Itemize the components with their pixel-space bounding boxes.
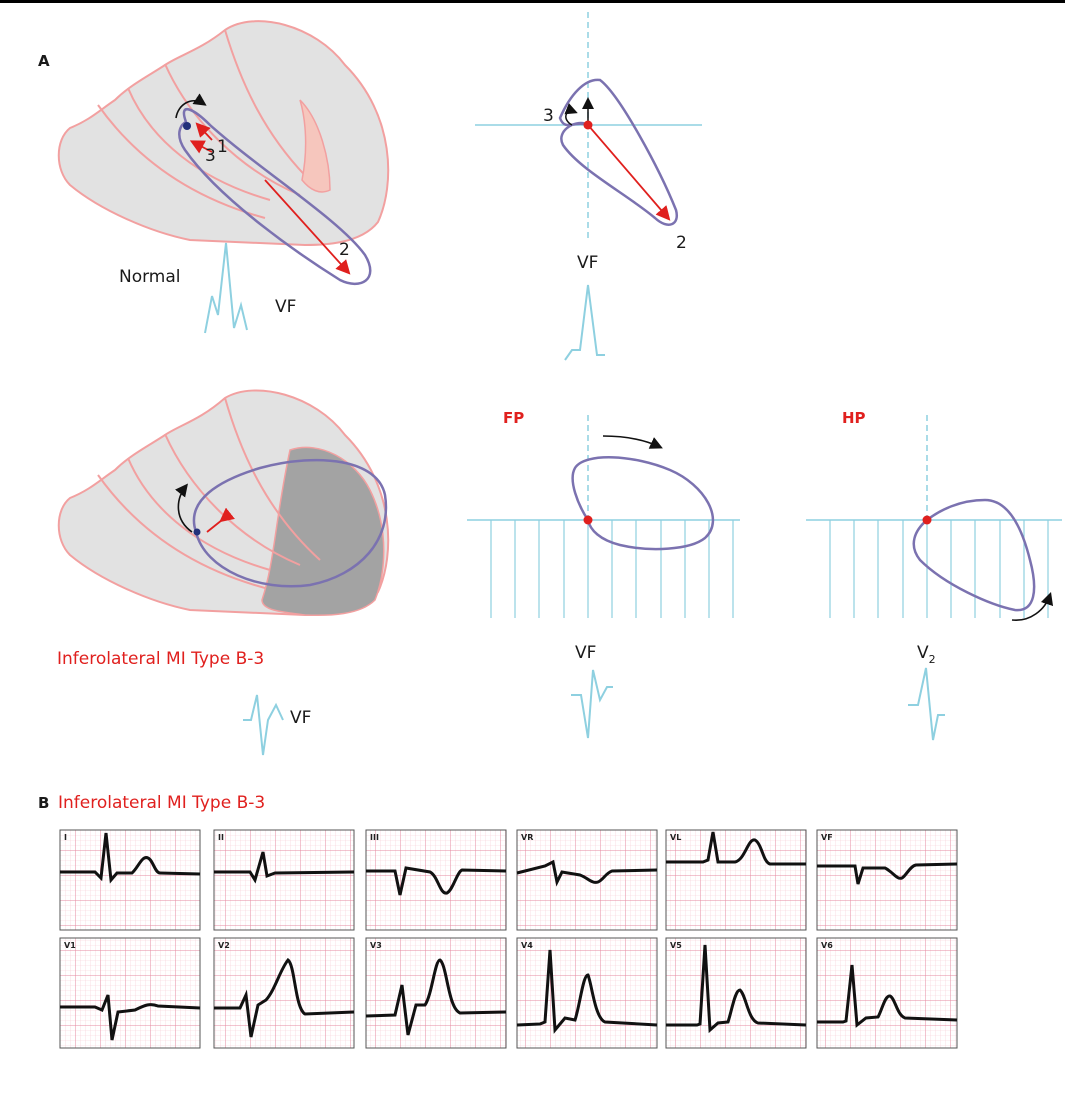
vector-2-arrow xyxy=(264,179,351,275)
svg-text:II: II xyxy=(218,833,224,842)
rotation-arrow-mi xyxy=(175,483,193,533)
ecg-complex-fp xyxy=(571,669,613,739)
hp-origin-dot xyxy=(922,515,932,525)
fp-label: FP xyxy=(503,409,524,427)
mi-vector-arrow xyxy=(206,507,235,533)
svg-text:VL: VL xyxy=(670,833,681,842)
ecg-lead-VF: VF xyxy=(816,829,958,931)
ecg-complex-mi xyxy=(243,694,284,756)
svg-text:V2: V2 xyxy=(218,941,230,950)
ecg-lead-V1: V1 xyxy=(59,937,201,1049)
hp-rotation-arrow xyxy=(1011,591,1054,621)
loop-top xyxy=(558,78,679,226)
panel-a-letter: A xyxy=(38,52,50,70)
ecg-lead-I: I xyxy=(59,829,201,931)
svg-text:V1: V1 xyxy=(64,941,76,950)
svg-text:V4: V4 xyxy=(521,941,533,950)
origin-dot-mi xyxy=(193,528,201,536)
ecg-lead-V2: V2 xyxy=(213,937,355,1049)
top-vector-2-arrow xyxy=(587,124,671,221)
svg-text:III: III xyxy=(370,833,379,842)
fp-axes xyxy=(467,415,740,618)
ecg-lead-V3: V3 xyxy=(365,937,507,1049)
svg-text:V6: V6 xyxy=(821,941,833,950)
svg-text:V3: V3 xyxy=(370,941,382,950)
loop-label-1: 1 xyxy=(217,137,228,157)
heart-normal xyxy=(57,20,390,247)
origin-dot-top xyxy=(583,120,593,130)
hp-loop xyxy=(912,498,1036,612)
fp-origin-dot xyxy=(583,515,593,525)
ecg-lead-V6: V6 xyxy=(816,937,958,1049)
loop-label-3: 3 xyxy=(205,146,216,166)
heart-mi xyxy=(57,389,390,617)
loop-label-2: 2 xyxy=(339,240,350,260)
fp-rotation-arrow xyxy=(602,435,663,449)
normal-label: Normal xyxy=(119,267,181,287)
vector-3-arrow xyxy=(189,140,213,154)
top-vf-label: VF xyxy=(577,253,598,273)
vector-1-arrow xyxy=(195,122,213,141)
hp-v-label: V2 xyxy=(917,643,936,666)
fp-vf-label: VF xyxy=(575,643,596,663)
mi-title: Inferolateral MI Type B-3 xyxy=(57,649,264,669)
origin-dot-normal xyxy=(183,122,191,130)
ecg-lead-V4: V4 xyxy=(516,937,658,1049)
ecg-lead-III: III xyxy=(365,829,507,931)
ecg-complex-top xyxy=(564,284,605,361)
rotation-arrow-normal xyxy=(175,93,207,119)
hp-axes xyxy=(806,415,1062,618)
ecg-lead-VR: VR xyxy=(516,829,658,931)
top-loop-label-2: 2 xyxy=(676,233,687,253)
ecg-lead-VL: VL xyxy=(665,829,807,931)
top-loop-label-3: 3 xyxy=(543,106,554,126)
panel-b-title: Inferolateral MI Type B-3 xyxy=(58,793,265,813)
heart-normal-vf-label: VF xyxy=(275,297,296,317)
top-rotation-arrow-left xyxy=(564,103,578,126)
fp-loop xyxy=(571,456,715,551)
mi-vf-label: VF xyxy=(290,708,311,728)
ecg-lead-II: II xyxy=(213,829,355,931)
ecg-lead-V5: V5 xyxy=(665,937,807,1049)
hp-label: HP xyxy=(842,409,866,427)
svg-text:VR: VR xyxy=(521,833,533,842)
top-rule xyxy=(0,0,1065,3)
svg-text:V5: V5 xyxy=(670,941,682,950)
ecg-row-1: I II III VR VL VF xyxy=(59,829,958,931)
ecg-complex-normal xyxy=(204,242,248,334)
ecg-row-2: V1 V2 V3 V4 V5 V6 xyxy=(59,937,958,1049)
ecg-complex-hp xyxy=(908,667,945,741)
panel-b-letter: B xyxy=(38,794,49,812)
svg-text:I: I xyxy=(64,833,67,842)
loop-mi xyxy=(192,458,388,588)
svg-text:VF: VF xyxy=(821,833,833,842)
